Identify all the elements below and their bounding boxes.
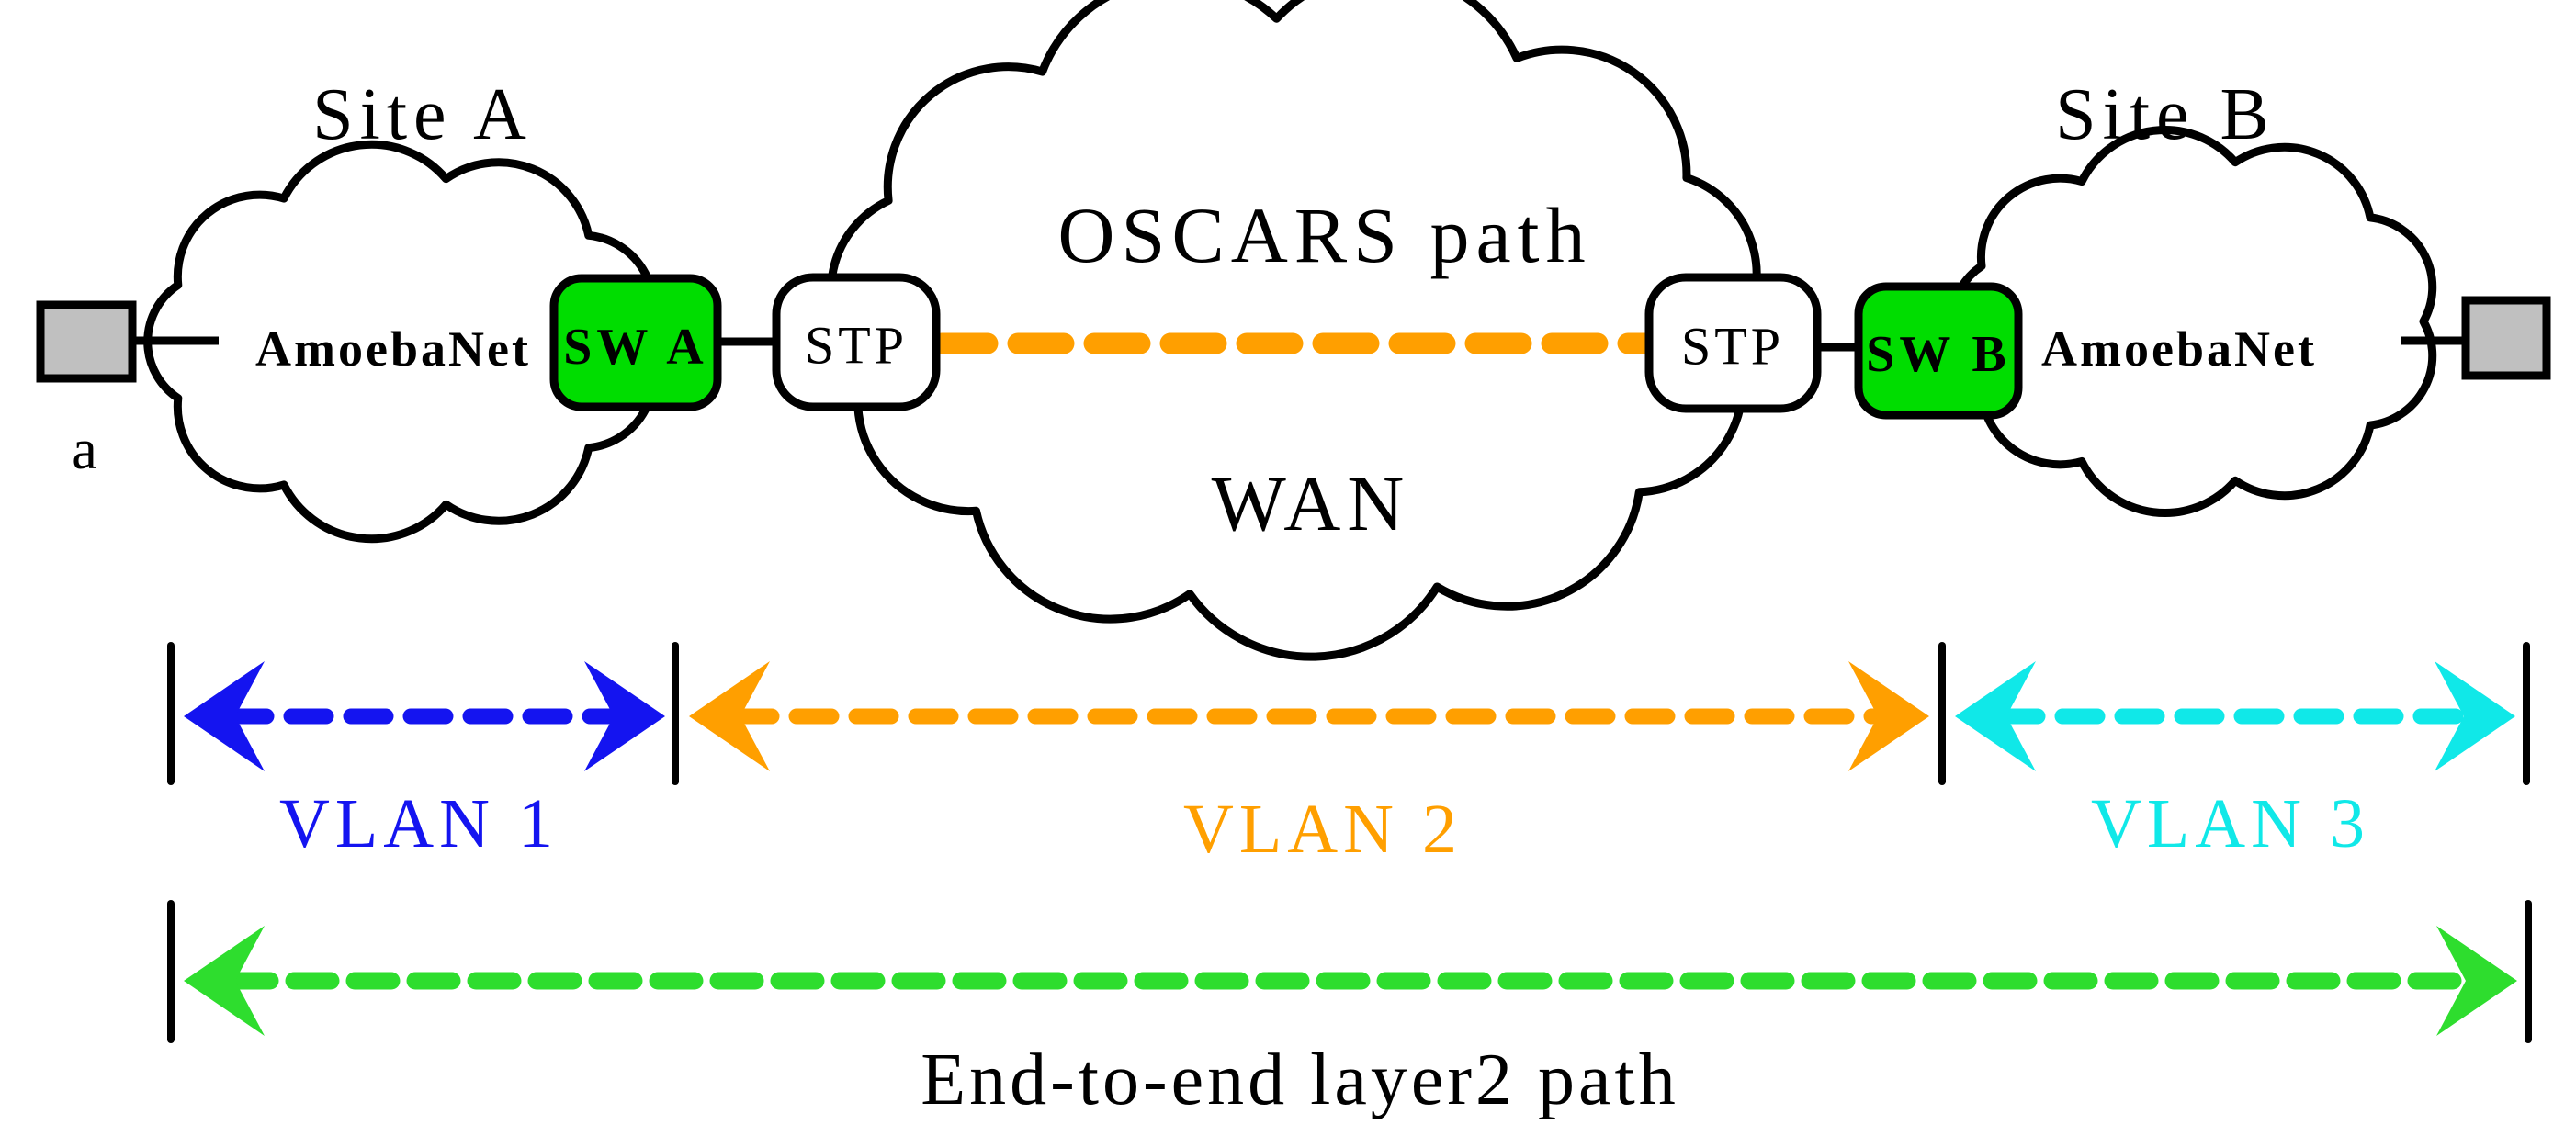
stp-right-label: STP <box>1681 317 1784 377</box>
vlan2-arrowhead-right <box>1848 661 1929 771</box>
vlan2-label: VLAN 2 <box>1183 791 1463 868</box>
vlan1-label: VLAN 1 <box>279 785 559 862</box>
e2e-arrowhead-right <box>2436 926 2517 1036</box>
site-a-title: Site A <box>312 74 533 155</box>
stp-left-box <box>772 273 941 411</box>
vlan2-arrowhead-left <box>689 661 770 771</box>
oscars-path-label: OSCARS path <box>1057 191 1591 279</box>
vlan3-arrow <box>1955 661 2515 771</box>
site-a-network-label: AmoebaNet <box>255 321 531 377</box>
wan-label: WAN <box>1212 459 1411 547</box>
switch-b-box <box>1854 282 2023 420</box>
end-to-end-label: End-to-end layer2 path <box>921 1040 1679 1120</box>
end-to-end-arrow <box>184 926 2517 1036</box>
stp-right-box <box>1644 273 1822 413</box>
host-a-box <box>36 300 137 383</box>
site-b-group: Site B AmoebaNet SW B <box>1854 74 2551 517</box>
vlan2-arrow <box>689 661 1929 771</box>
site-a-group: Site A a AmoebaNet SW A <box>36 74 722 544</box>
stp-left-label: STP <box>805 316 908 376</box>
e2e-arrowhead-left <box>184 926 265 1036</box>
wan-group: OSCARS path WAN STP STP <box>717 0 1863 661</box>
vlan1-arrowhead-left <box>184 661 265 771</box>
end-to-end-row: End-to-end layer2 path <box>167 900 2532 1120</box>
host-b-box <box>2461 296 2551 380</box>
site-b-title: Site B <box>2055 74 2276 155</box>
vlan3-arrowhead-left <box>1955 661 2036 771</box>
vlan-row: VLAN 1 VLAN 2 VLAN 3 <box>167 642 2530 868</box>
vlan1-arrow <box>184 661 665 771</box>
switch-a-label: SW A <box>563 319 707 376</box>
vlan1-arrowhead-right <box>584 661 665 771</box>
host-a-label: a <box>72 419 97 481</box>
wan-cloud <box>827 0 1761 661</box>
vlan3-arrowhead-right <box>2435 661 2515 771</box>
site-b-network-label: AmoebaNet <box>2041 321 2317 377</box>
switch-b-label: SW B <box>1866 326 2010 383</box>
vlan3-label: VLAN 3 <box>2091 785 2370 862</box>
